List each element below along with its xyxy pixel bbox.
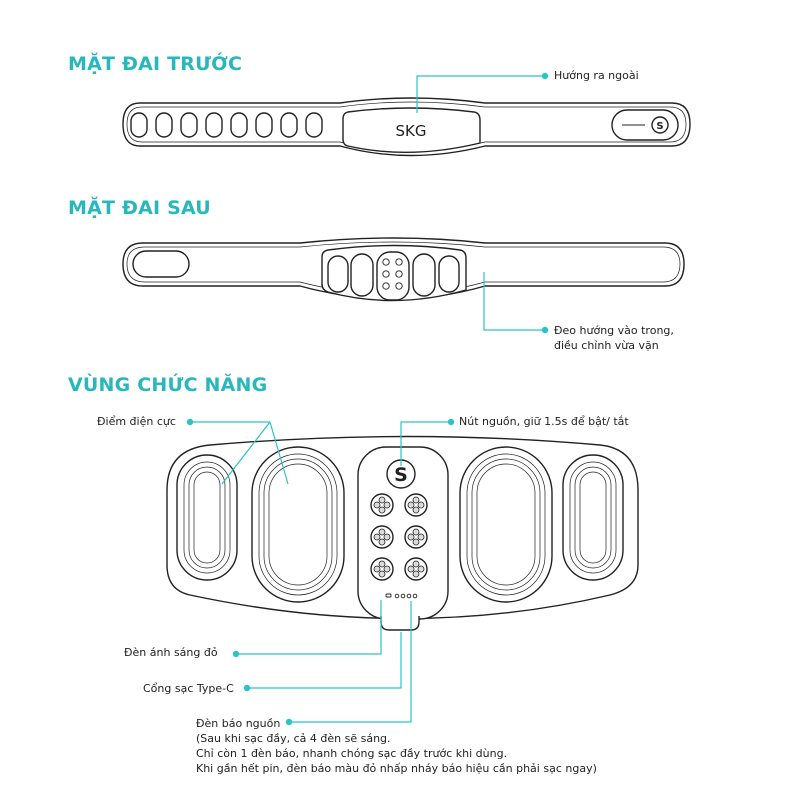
power-indicator-light (394, 593, 400, 599)
electrode-pad-inner-left-ring (258, 453, 338, 596)
power-indicator-note-line2: Chỉ còn 1 đèn báo, nhanh chóng sạc đầy t… (196, 747, 508, 760)
power-indicator-light (412, 593, 418, 599)
power-button-icon: S (394, 464, 408, 486)
function-callouts (190, 421, 449, 723)
power-indicator-note-line1: (Sau khi sạc đầy, cả 4 đèn sẽ sáng. (196, 732, 391, 745)
power-indicator-title: Đèn báo nguồn (196, 717, 281, 730)
front-belt-inner-outline (126, 101, 687, 152)
back-button-icon (382, 258, 390, 266)
power-indicator-callout-dot (285, 718, 293, 726)
electrode-label: Điểm điện cực (97, 415, 176, 428)
function-button[interactable] (404, 557, 428, 581)
back-button-icon (395, 258, 403, 266)
back-electrode-pad (327, 255, 349, 293)
electrode-pad-inner-right (459, 446, 553, 603)
strap-hole (205, 112, 223, 138)
power-indicator-note-line3: Khi gần hết pin, đèn báo màu đỏ nhấp nhá… (196, 762, 597, 775)
electrode-pad-inner-right-ring (476, 463, 536, 586)
red-light-callout-dot (232, 650, 240, 658)
back-belt-inner-outline (126, 241, 681, 295)
facing-out-callout (416, 75, 543, 113)
electrode-pad-inner-left (251, 446, 345, 603)
electrode-pad-inner-right-ring (471, 458, 541, 591)
front-section-title: MẶT ĐAI TRƯỚC (68, 53, 243, 75)
strap-hole (255, 112, 273, 138)
power-indicator-light (406, 593, 412, 599)
brand-logo: SKG (396, 122, 427, 140)
facing-in-callout (483, 272, 543, 331)
back-strap-loop (132, 250, 190, 278)
function-button[interactable] (404, 525, 428, 549)
function-button[interactable] (370, 525, 394, 549)
electrode-pad-outer-right-ring (569, 461, 617, 574)
function-section-title: VÙNG CHỨC NĂNG (68, 374, 268, 396)
electrode-pad-inner-left-ring (263, 458, 333, 591)
strap-hole (180, 112, 198, 138)
red-light-indicator (385, 593, 392, 598)
clasp-power-button (651, 116, 669, 134)
back-button-icon (395, 282, 403, 290)
function-button[interactable] (370, 557, 394, 581)
back-electrode-pad (350, 253, 374, 297)
electrode-pad-inner-right-ring (466, 453, 546, 596)
facing-out-label: Hướng ra ngoài (554, 69, 639, 82)
back-button-icon (382, 270, 390, 278)
power-indicator-light (400, 593, 406, 599)
back-electrode-module (321, 244, 467, 302)
front-center-plate (342, 107, 481, 153)
function-device (166, 435, 639, 631)
type-c-port-label: Cổng sạc Type-C (143, 682, 234, 695)
type-c-port (380, 616, 420, 631)
electrode-callout-dot (186, 418, 194, 426)
back-electrode-pad (438, 255, 460, 293)
strap-hole (280, 112, 298, 138)
electrode-pad-outer-left-ring (193, 471, 221, 564)
back-electrode-pad (412, 253, 436, 297)
front-belt (122, 97, 691, 157)
function-button[interactable] (404, 493, 428, 517)
red-light-label: Đèn ánh sáng đỏ (124, 646, 218, 659)
electrode-pad-outer-left-ring (183, 461, 231, 574)
electrode-pad-outer-right-ring (574, 466, 612, 569)
power-button-callout-dot (447, 418, 455, 426)
strap-hole (305, 112, 323, 138)
electrode-pad-outer-right (562, 454, 624, 581)
electrode-pad-outer-left-ring (188, 466, 226, 569)
strap-hole (155, 112, 173, 138)
strap-hole (130, 112, 148, 138)
facing-out-callout-dot (541, 72, 549, 80)
back-belt (122, 237, 685, 302)
electrode-pad-outer-left (176, 454, 238, 581)
strap-hole (230, 112, 248, 138)
facing-in-label-line2: điều chỉnh vừa vặn (554, 339, 659, 352)
electrode-pad-outer-right-ring (579, 471, 607, 564)
clasp-logo-icon: S (656, 121, 663, 132)
type-c-callout-dot (243, 684, 251, 692)
back-button-icon (395, 270, 403, 278)
facing-in-callout-dot (541, 326, 549, 334)
electrode-pad-inner-left-ring (268, 463, 328, 586)
back-control-panel (376, 251, 410, 301)
back-button-icon (382, 282, 390, 290)
function-button[interactable] (370, 493, 394, 517)
power-button-label: Nút nguồn, giữ 1.5s để bật/ tắt (459, 415, 629, 428)
back-section-title: MẶT ĐAI SAU (68, 197, 211, 219)
facing-in-label-line1: Đeo hướng vào trong, (554, 324, 674, 337)
